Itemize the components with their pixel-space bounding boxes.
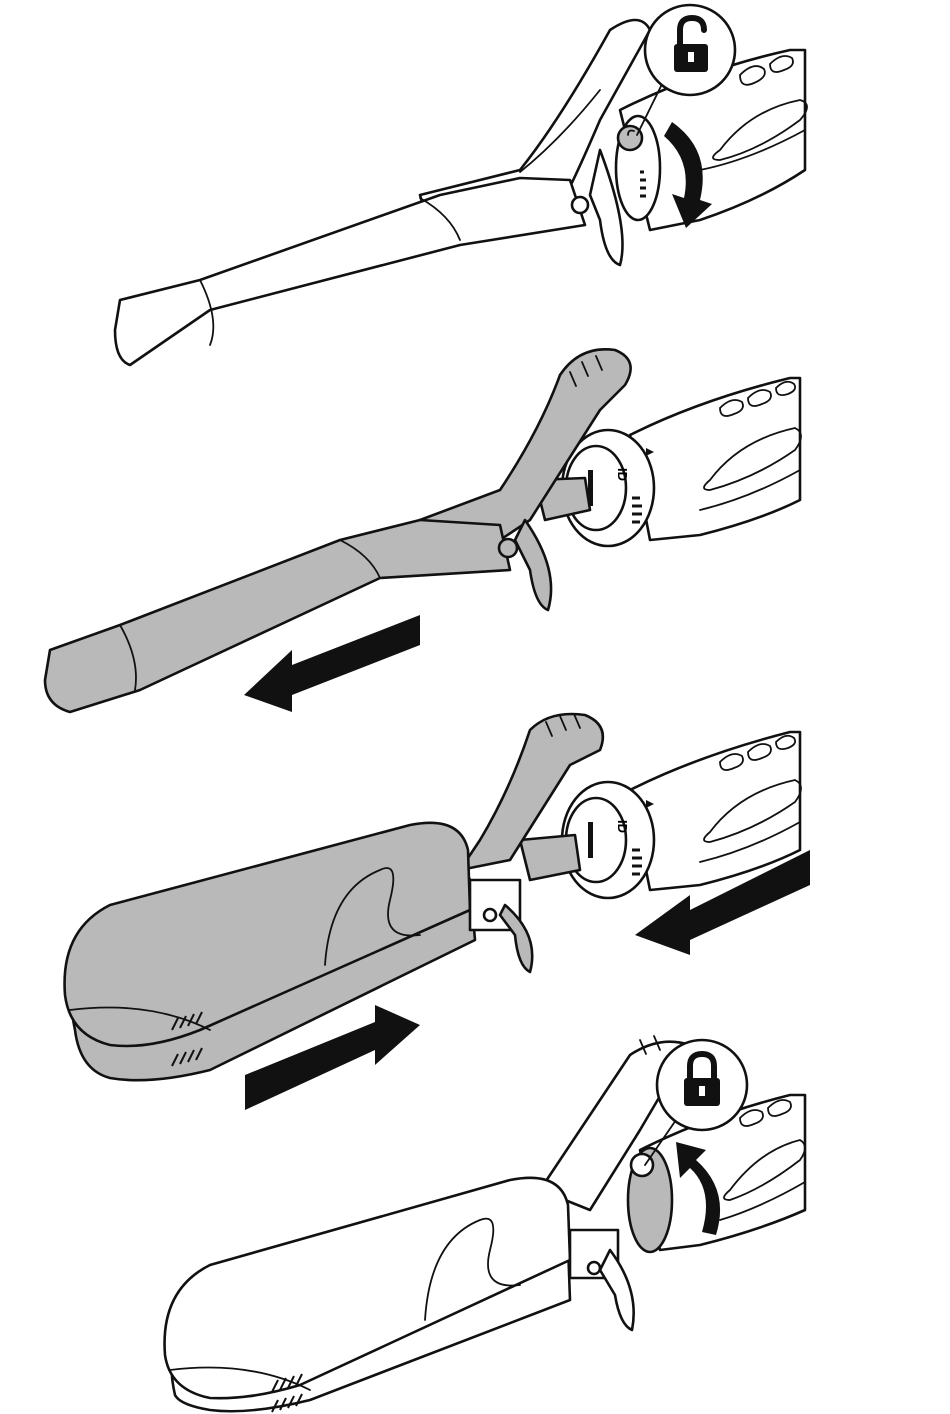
handle-2 [630,378,801,540]
brush-attachment-4 [165,1178,634,1412]
step-1-unlock [115,5,807,365]
brush-attachment [65,823,533,1080]
svg-text:ID: ID [615,820,630,833]
lock-ring-4 [628,1148,672,1252]
svg-text:ID: ID [615,468,630,481]
handle-3 [630,732,801,890]
barrel-1 [115,178,585,365]
step-2-remove-barrel: ID [45,349,801,712]
